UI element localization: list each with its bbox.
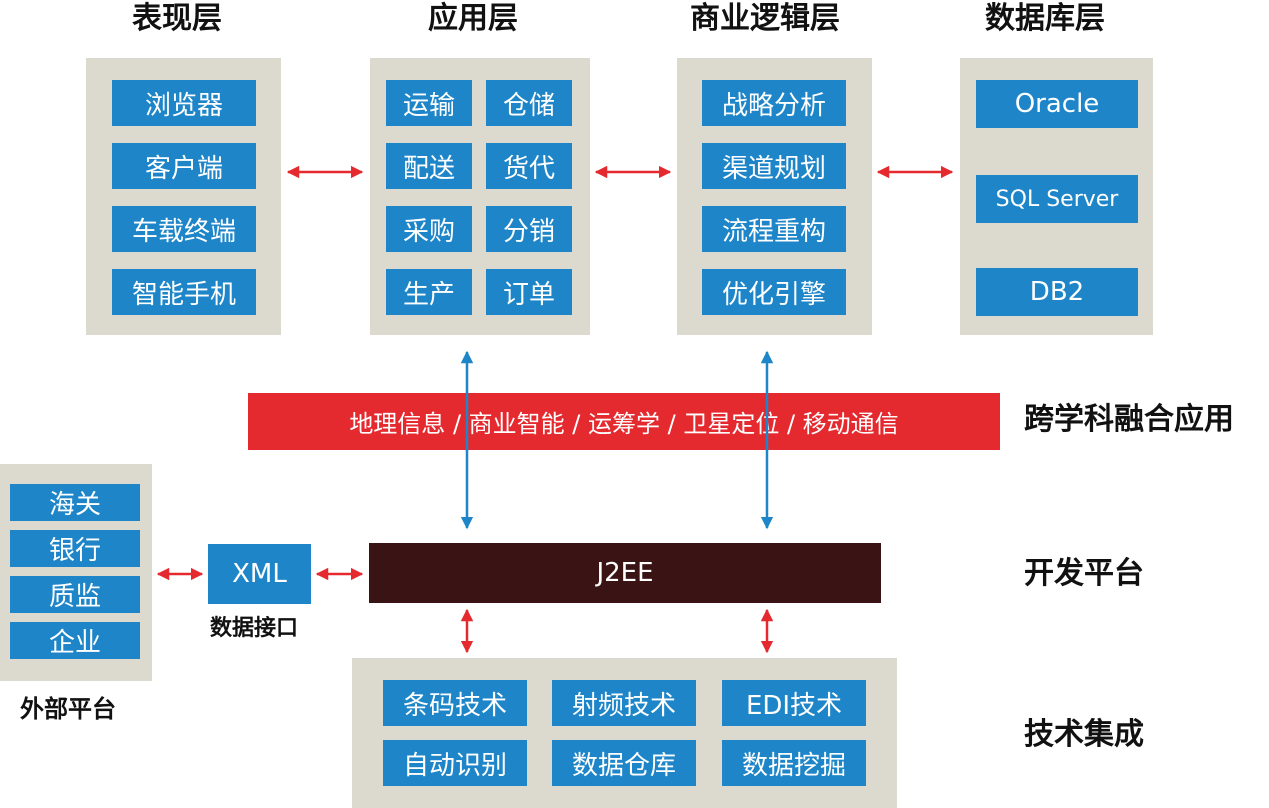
xml-interface-box: XML [208,544,311,604]
external-platform-label: 外部平台 [20,695,116,723]
tech-item-barcode: 条码技术 [383,680,527,726]
tech-integration-label: 技术集成 [1024,717,1144,752]
tech-item-rfid: 射频技术 [552,680,696,726]
application-layer-title: 应用层 [428,1,518,36]
tech-item-data-mining: 数据挖掘 [722,740,866,786]
business-item-strategy-analysis: 战略分析 [702,80,846,126]
application-item-forwarding: 货代 [486,143,572,189]
tech-item-data-warehouse: 数据仓库 [552,740,696,786]
business-layer-title: 商业逻辑层 [690,1,840,36]
j2ee-platform-bar: J2EE [369,543,881,603]
business-item-channel-planning: 渠道规划 [702,143,846,189]
presentation-layer-title: 表现层 [132,1,222,36]
dev-platform-label: 开发平台 [1024,556,1144,591]
application-item-order: 订单 [486,269,572,315]
application-item-production: 生产 [386,269,472,315]
database-item-db2: DB2 [976,268,1138,316]
presentation-item-browser: 浏览器 [112,80,256,126]
application-item-warehouse: 仓储 [486,80,572,126]
database-item-oracle: Oracle [976,80,1138,128]
presentation-item-vehicle-terminal: 车载终端 [112,206,256,252]
business-item-process-reengineering: 流程重构 [702,206,846,252]
presentation-item-client: 客户端 [112,143,256,189]
external-item-quality-inspection: 质监 [10,576,140,613]
external-item-enterprise: 企业 [10,622,140,659]
cross-discipline-label: 跨学科融合应用 [1024,402,1234,437]
external-item-customs: 海关 [10,484,140,521]
application-item-transport: 运输 [386,80,472,126]
external-item-bank: 银行 [10,530,140,567]
application-item-distribution: 分销 [486,206,572,252]
tech-item-edi: EDI技术 [722,680,866,726]
application-item-purchasing: 采购 [386,206,472,252]
data-interface-label: 数据接口 [210,616,299,641]
application-item-delivery: 配送 [386,143,472,189]
tech-item-auto-identification: 自动识别 [383,740,527,786]
business-item-optimization-engine: 优化引擎 [702,269,846,315]
database-item-sqlserver: SQL Server [976,175,1138,223]
cross-discipline-bar: 地理信息 / 商业智能 / 运筹学 / 卫星定位 / 移动通信 [248,393,1000,450]
presentation-item-smartphone: 智能手机 [112,269,256,315]
database-layer-title: 数据库层 [985,1,1105,36]
